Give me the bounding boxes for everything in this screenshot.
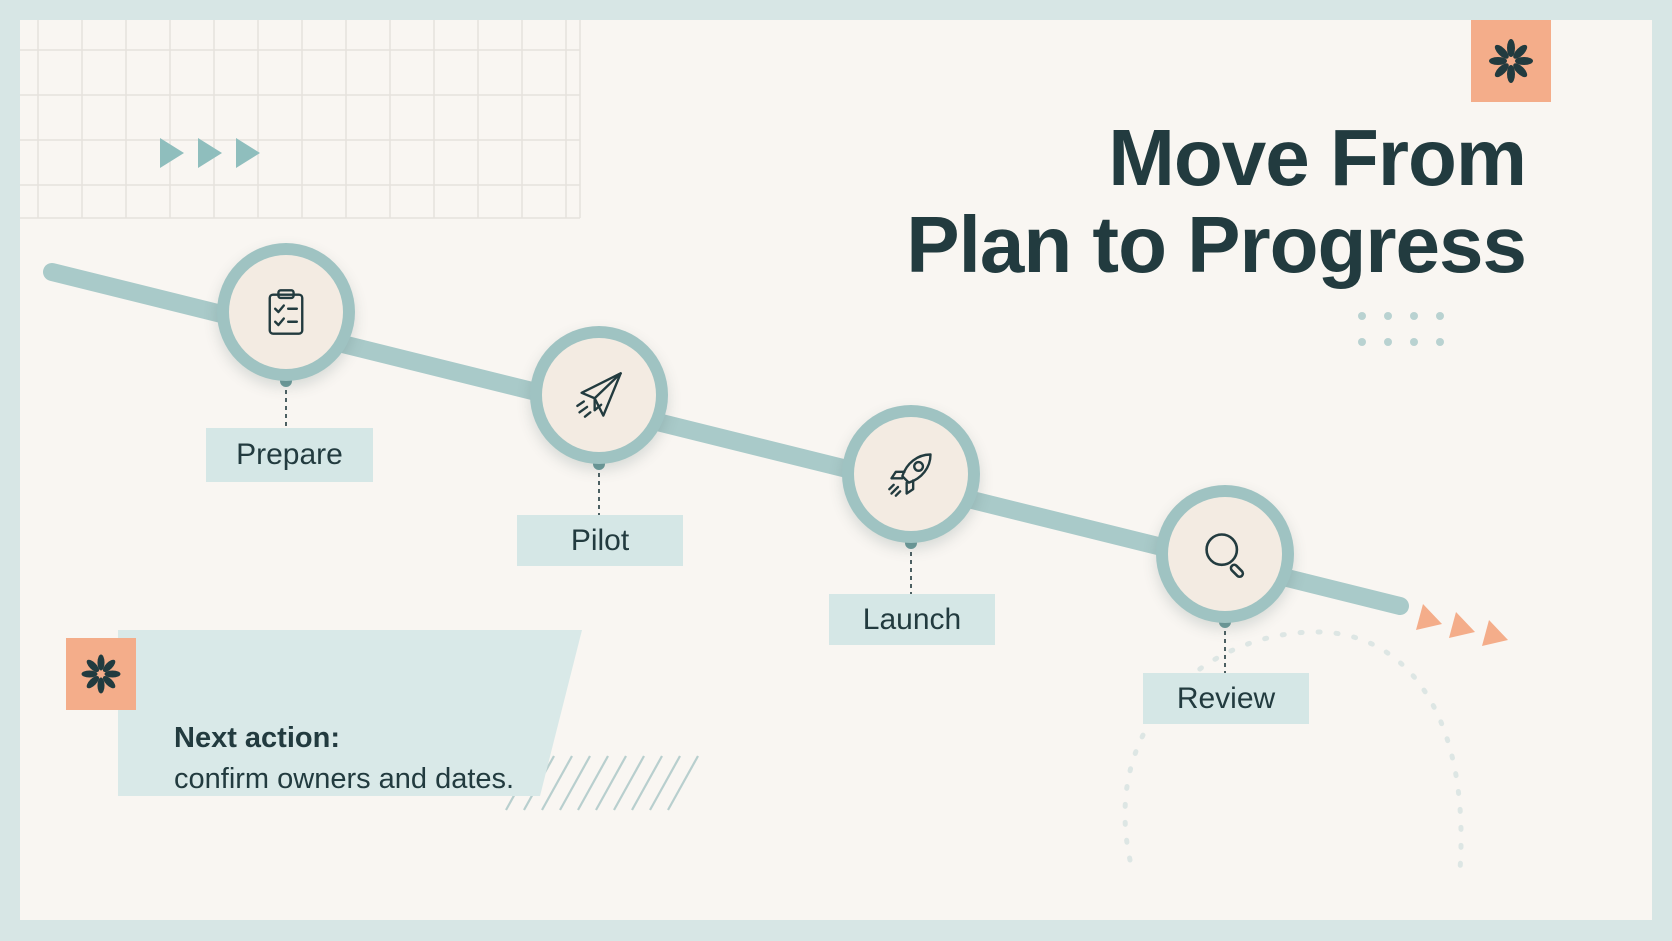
magnifier-icon — [1205, 533, 1245, 579]
asterisk-icon — [1489, 39, 1533, 83]
note-badge — [66, 638, 136, 710]
paper-plane-icon — [576, 372, 622, 418]
title-line-2: Plan to Progress — [906, 200, 1527, 289]
note-body: confirm owners and dates. — [174, 763, 515, 795]
step-node-pilot — [530, 326, 668, 464]
slide: Move From Plan to Progress — [20, 20, 1652, 920]
dotted-arc — [1122, 629, 1464, 873]
connectors — [285, 382, 1226, 673]
step-node-prepare — [217, 243, 355, 381]
rocket-icon — [888, 453, 932, 497]
step-label-review: Review — [1143, 673, 1309, 724]
connector-dots — [280, 375, 1231, 628]
grid-pattern — [20, 20, 581, 219]
corner-badge — [1471, 20, 1551, 102]
note-card — [118, 630, 582, 796]
arrow-marks-bottom — [1416, 604, 1508, 646]
step-label-launch: Launch — [829, 594, 995, 645]
title-line-1: Move From — [1108, 113, 1527, 202]
dot-pattern — [1358, 312, 1444, 346]
clipboard-check-icon — [268, 289, 304, 335]
note-text: Next action: confirm owners and dates. — [174, 722, 514, 796]
step-node-review — [1156, 485, 1294, 623]
step-label-prepare: Prepare — [206, 428, 373, 482]
arrow-marks-top — [160, 138, 260, 168]
note-title: Next action: — [174, 722, 340, 754]
step-label-pilot: Pilot — [517, 515, 683, 566]
step-node-launch — [842, 405, 980, 543]
asterisk-icon — [81, 654, 121, 694]
